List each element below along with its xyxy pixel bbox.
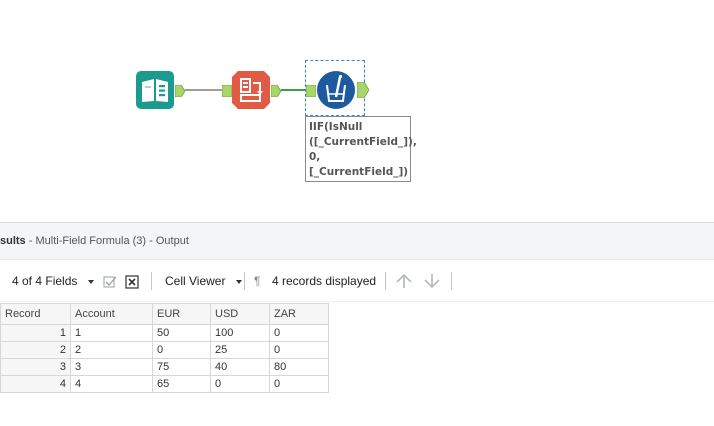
- account-cell[interactable]: 1: [70, 324, 153, 342]
- connection-line[interactable]: [281, 89, 307, 91]
- column-header-usd[interactable]: USD: [210, 303, 270, 325]
- output-anchor[interactable]: [270, 84, 282, 102]
- toolbar-separator: [385, 272, 386, 290]
- zar-cell[interactable]: 0: [269, 324, 329, 342]
- tool-annotation: IIF(IsNull ([_CurrentField_]), 0,[_Curre…: [305, 116, 417, 182]
- results-toolbar: 4 of 4 Fields Cell Viewer ¶ 4 records di…: [0, 260, 714, 302]
- record-cell: 3: [0, 358, 71, 376]
- table-header-row: Record Account EUR USD ZAR: [0, 303, 329, 325]
- formula-beaker-icon: [317, 71, 355, 109]
- toolbar-separator: [151, 272, 152, 290]
- eur-cell[interactable]: 0: [152, 341, 211, 359]
- connection-line[interactable]: [185, 89, 223, 91]
- check-all-icon[interactable]: [103, 273, 117, 289]
- workflow-canvas[interactable]: IIF(IsNull ([_CurrentField_]), 0,[_Curre…: [0, 0, 714, 222]
- usd-cell[interactable]: 25: [210, 341, 270, 359]
- multi-field-formula-tool[interactable]: [316, 70, 356, 110]
- zar-cell[interactable]: 0: [269, 375, 329, 393]
- results-title-bold: sults: [0, 235, 26, 247]
- output-anchor[interactable]: [356, 81, 370, 103]
- records-count: 4 records displayed: [272, 274, 377, 288]
- record-cell: 4: [0, 375, 71, 393]
- transpose-tool[interactable]: [232, 71, 270, 109]
- column-header-zar[interactable]: ZAR: [269, 303, 329, 325]
- results-panel: sults - Multi-Field Formula (3) - Output…: [0, 222, 714, 426]
- pilcrow-icon[interactable]: ¶: [254, 274, 261, 288]
- chevron-down-icon: [235, 279, 242, 284]
- input-data-tool[interactable]: [136, 71, 174, 109]
- usd-cell[interactable]: 0: [210, 375, 270, 393]
- deselect-icon[interactable]: [125, 273, 139, 289]
- chevron-down-icon: [87, 279, 94, 284]
- eur-cell[interactable]: 75: [152, 358, 211, 376]
- record-cell: 1: [0, 324, 71, 342]
- fields-label: 4 of 4 Fields: [12, 274, 78, 288]
- table-row[interactable]: 2 2 0 25 0: [0, 341, 329, 359]
- cell-viewer-dropdown[interactable]: Cell Viewer: [165, 273, 243, 289]
- results-title-rest: - Multi-Field Formula (3) - Output: [25, 235, 189, 247]
- usd-cell[interactable]: 40: [210, 358, 270, 376]
- toolbar-separator: [451, 272, 452, 290]
- zar-cell[interactable]: 80: [269, 358, 329, 376]
- usd-cell[interactable]: 100: [210, 324, 270, 342]
- results-table: Record Account EUR USD ZAR 1 1 50 100 0 …: [0, 303, 329, 393]
- input-anchor[interactable]: [221, 84, 233, 102]
- zar-cell[interactable]: 0: [269, 341, 329, 359]
- table-row[interactable]: 4 4 65 0 0: [0, 375, 329, 393]
- table-row[interactable]: 1 1 50 100 0: [0, 324, 329, 342]
- output-anchor[interactable]: [174, 84, 186, 102]
- account-cell[interactable]: 4: [70, 375, 153, 393]
- fields-dropdown[interactable]: 4 of 4 Fields: [12, 273, 95, 289]
- account-cell[interactable]: 2: [70, 341, 153, 359]
- viewer-label: Cell Viewer: [165, 274, 226, 288]
- table-row[interactable]: 3 3 75 40 80: [0, 358, 329, 376]
- eur-cell[interactable]: 50: [152, 324, 211, 342]
- column-header-account[interactable]: Account: [70, 303, 153, 325]
- book-icon: [136, 71, 174, 109]
- results-header: sults - Multi-Field Formula (3) - Output: [0, 223, 714, 260]
- eur-cell[interactable]: 65: [152, 375, 211, 393]
- column-header-record[interactable]: Record: [0, 303, 71, 325]
- transpose-icon: [232, 71, 270, 109]
- toolbar-separator: [244, 272, 245, 290]
- arrow-down-icon[interactable]: [423, 273, 441, 289]
- arrow-up-icon[interactable]: [395, 273, 413, 289]
- column-header-eur[interactable]: EUR: [152, 303, 211, 325]
- record-cell: 2: [0, 341, 71, 359]
- account-cell[interactable]: 3: [70, 358, 153, 376]
